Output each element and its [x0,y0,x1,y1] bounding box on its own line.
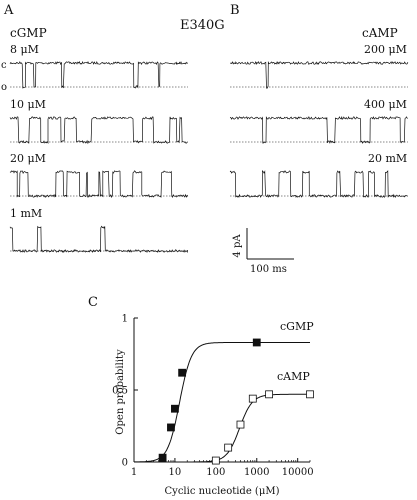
current-trace [229,115,408,144]
cgmp-trace-20um [9,170,189,199]
cgmp-trace-label-1: 8 μM [10,43,39,56]
x-axis-label: Cyclic nucleotide (μM) [165,486,280,497]
camp-trace-label-3: 20 mM [368,152,407,165]
camp-trace-400um [229,115,408,144]
data-point-cgmp [167,423,175,432]
scale-current-label: 4 pA [232,234,243,258]
dose-response-chart: 0 0.5 1 1 10 100 1000 10000 cGMP cAMP Open pro… [112,314,314,498]
camp-trace-200um [229,60,409,89]
cgmp-trace-label-4: 1 mM [10,207,42,220]
x-tick-label: 1 [131,467,137,478]
cgmp-trace-label-3: 20 μM [10,152,46,165]
data-point-cgmp [252,338,261,347]
fit-curves [134,342,310,463]
open-marker: o [1,82,7,93]
data-point-camp [211,456,220,465]
camp-trace-label-2: 400 μM [364,98,407,111]
closed-marker: c [1,60,7,71]
current-trace [229,170,408,198]
panel-a-letter: A [3,3,14,18]
series-label-camp: cAMP [277,370,310,383]
data-point-cgmp [158,453,167,462]
cgmp-trace-10um [9,116,188,145]
x-ticks: 1 10 100 1000 10000 [131,458,314,478]
x-tick-label: 10 [169,467,182,478]
current-trace [9,170,189,199]
current-trace [229,60,409,89]
camp-trace-label-1: 200 μM [364,43,407,56]
scale-bar: 4 pA 100 ms [232,228,294,275]
data-points [158,338,314,465]
cgmp-trace-1mm [9,225,188,254]
y-tick-label: 0.5 [112,386,128,397]
cgmp-trace-8um [9,60,189,89]
data-point-camp [224,443,233,452]
current-trace [9,116,188,145]
series-label-cgmp: cGMP [280,320,314,333]
y-tick-label: 0 [122,458,128,469]
current-trace [9,225,188,254]
panel-b-ligand: cAMP [362,26,398,40]
cgmp-trace-label-2: 10 μM [10,98,46,111]
fit-curve-camp [134,393,310,463]
fit-curve-cgmp [134,342,310,463]
panel-b-letter: B [230,3,240,18]
panel-c-letter: C [88,295,98,310]
y-tick-label: 1 [122,314,128,325]
x-tick-label: 1000 [244,467,269,478]
x-tick-label: 10000 [282,467,314,478]
data-point-camp [236,420,245,429]
mutant-label: E340G [180,18,225,33]
y-axis-label: Open probability [115,349,126,435]
current-trace [9,60,189,89]
camp-trace-20mm [229,170,408,198]
x-tick-label: 100 [206,467,225,478]
data-point-camp [248,394,257,403]
data-point-camp [306,390,314,399]
data-point-camp [265,390,273,399]
data-point-cgmp [171,404,179,413]
scale-time-label: 100 ms [250,264,287,275]
panel-a-ligand: cGMP [10,26,47,40]
data-point-cgmp [178,368,187,377]
